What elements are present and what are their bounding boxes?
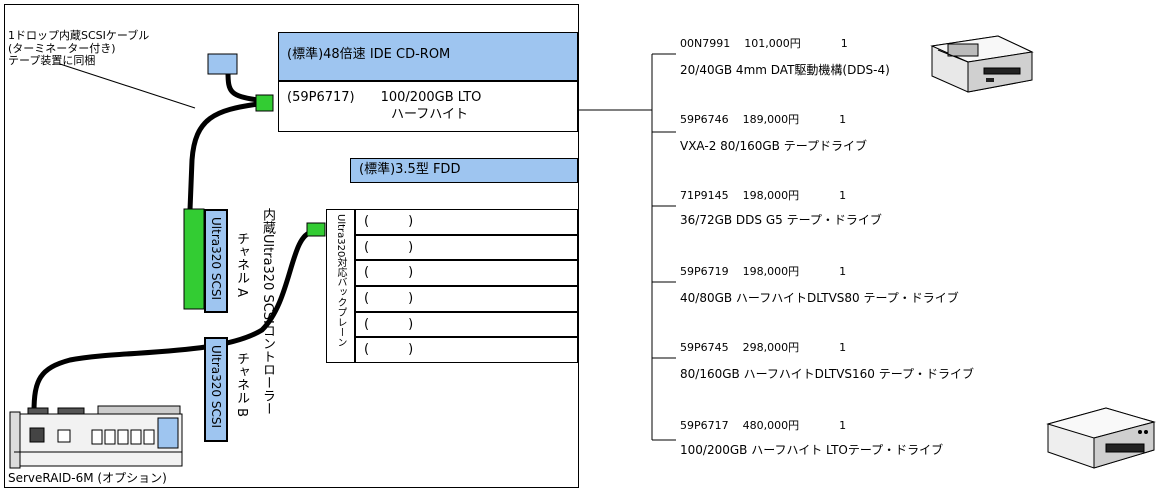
label-pointer-line xyxy=(59,63,196,109)
backplane: Ultra320対応バックプレーン xyxy=(326,209,355,363)
lto-bay: (59P6717) 100/200GB LTO ハーフハイト xyxy=(278,81,578,132)
option-qty: 1 xyxy=(840,37,848,50)
backplane-label: Ultra320対応バックプレーン xyxy=(335,214,346,348)
channel-a-label: チャネル A xyxy=(234,232,249,298)
option-qty: 1 xyxy=(839,189,847,202)
tape-drive-open-icon xyxy=(930,35,1034,93)
fdd-label: (標準)3.5型 FDD xyxy=(359,162,461,177)
option-desc: 36/72GB DDS G5 テープ・ドライブ xyxy=(680,213,882,227)
raid-card-label: ServeRAID-6M (オプション) xyxy=(8,471,167,485)
lto-bay-line2: ハーフハイト xyxy=(391,107,468,122)
terminator-block xyxy=(207,53,238,75)
option-desc: 40/80GB ハーフハイトDLTVS80 テープ・ドライブ xyxy=(680,291,959,305)
scsi-cable-a xyxy=(187,101,259,211)
option-price: 189,000円 xyxy=(742,113,800,126)
backplane-connector xyxy=(306,222,326,237)
option-price: 101,000円 xyxy=(744,37,801,50)
hdd-slot: ( ) xyxy=(355,337,578,364)
option-qty: 1 xyxy=(839,341,847,354)
option-item: 59P6746 189,000円 1 xyxy=(680,113,847,127)
hdd-slot-list: ( ) ( ) ( ) ( ) ( ) ( ) xyxy=(355,209,578,364)
option-part: 59P6719 xyxy=(680,265,729,278)
option-qty: 1 xyxy=(839,419,847,432)
channel-b-scsi-label: Ultra320 SCSI xyxy=(209,345,223,428)
cable-label: 1ドロップ内蔵SCSIケーブル (ターミネーター付き) テープ装置に同梱 xyxy=(8,29,150,68)
server-frame xyxy=(4,4,579,488)
option-price: 198,000円 xyxy=(742,189,800,202)
hdd-slot: ( ) xyxy=(355,286,578,312)
channel-a-card xyxy=(183,208,205,310)
channel-b-scsi-box: Ultra320 SCSI xyxy=(204,337,228,442)
lto-bay-line1: (59P6717) 100/200GB LTO xyxy=(287,90,482,105)
option-qty: 1 xyxy=(839,265,847,278)
option-item: 71P9145 198,000円 1 xyxy=(680,189,847,203)
channel-b-label: チャネル B xyxy=(234,352,249,418)
hdd-slot: ( ) xyxy=(355,209,578,235)
cdrom-drive: (標準)48倍速 IDE CD-ROM xyxy=(278,32,578,81)
option-item: 59P6719 198,000円 1 xyxy=(680,265,847,279)
option-item: 00N7991 101,000円 1 xyxy=(680,37,848,51)
hdd-slot: ( ) xyxy=(355,260,578,287)
fdd-drive: (標準)3.5型 FDD xyxy=(350,158,578,183)
option-item: 59P6717 480,000円 1 xyxy=(680,419,847,433)
option-desc: 80/160GB ハーフハイトDLTVS160 テープ・ドライブ xyxy=(680,367,975,381)
option-desc: VXA-2 80/160GB テープドライブ xyxy=(680,139,867,153)
hdd-slot: ( ) xyxy=(355,234,578,261)
option-price: 480,000円 xyxy=(742,419,800,432)
option-part: 00N7991 xyxy=(680,37,731,50)
option-part: 71P9145 xyxy=(680,189,729,202)
channel-a-scsi-box: Ultra320 SCSI xyxy=(204,209,228,313)
cdrom-label: (標準)48倍速 IDE CD-ROM xyxy=(287,47,451,62)
option-price: 198,000円 xyxy=(742,265,800,278)
scsi-cable-b xyxy=(31,229,313,413)
hdd-slot: ( ) xyxy=(355,311,578,338)
option-desc: 20/40GB 4mm DAT駆動機構(DDS-4) xyxy=(680,63,890,77)
lto-connector xyxy=(255,94,274,112)
option-qty: 1 xyxy=(839,113,847,126)
option-part: 59P6717 xyxy=(680,419,729,432)
raid-card-icon xyxy=(9,405,183,469)
scsi-cable-top xyxy=(225,71,259,103)
option-item: 59P6745 298,000円 1 xyxy=(680,341,847,355)
option-part: 59P6746 xyxy=(680,113,729,126)
option-part: 59P6745 xyxy=(680,341,729,354)
channel-a-scsi-label: Ultra320 SCSI xyxy=(209,217,223,300)
lto-drive-icon xyxy=(1046,407,1156,469)
controller-label: 内蔵Ultra320 SCSIコントローラー xyxy=(260,208,275,415)
option-price: 298,000円 xyxy=(742,341,800,354)
option-desc: 100/200GB ハーフハイト LTOテープ・ドライブ xyxy=(680,443,944,457)
